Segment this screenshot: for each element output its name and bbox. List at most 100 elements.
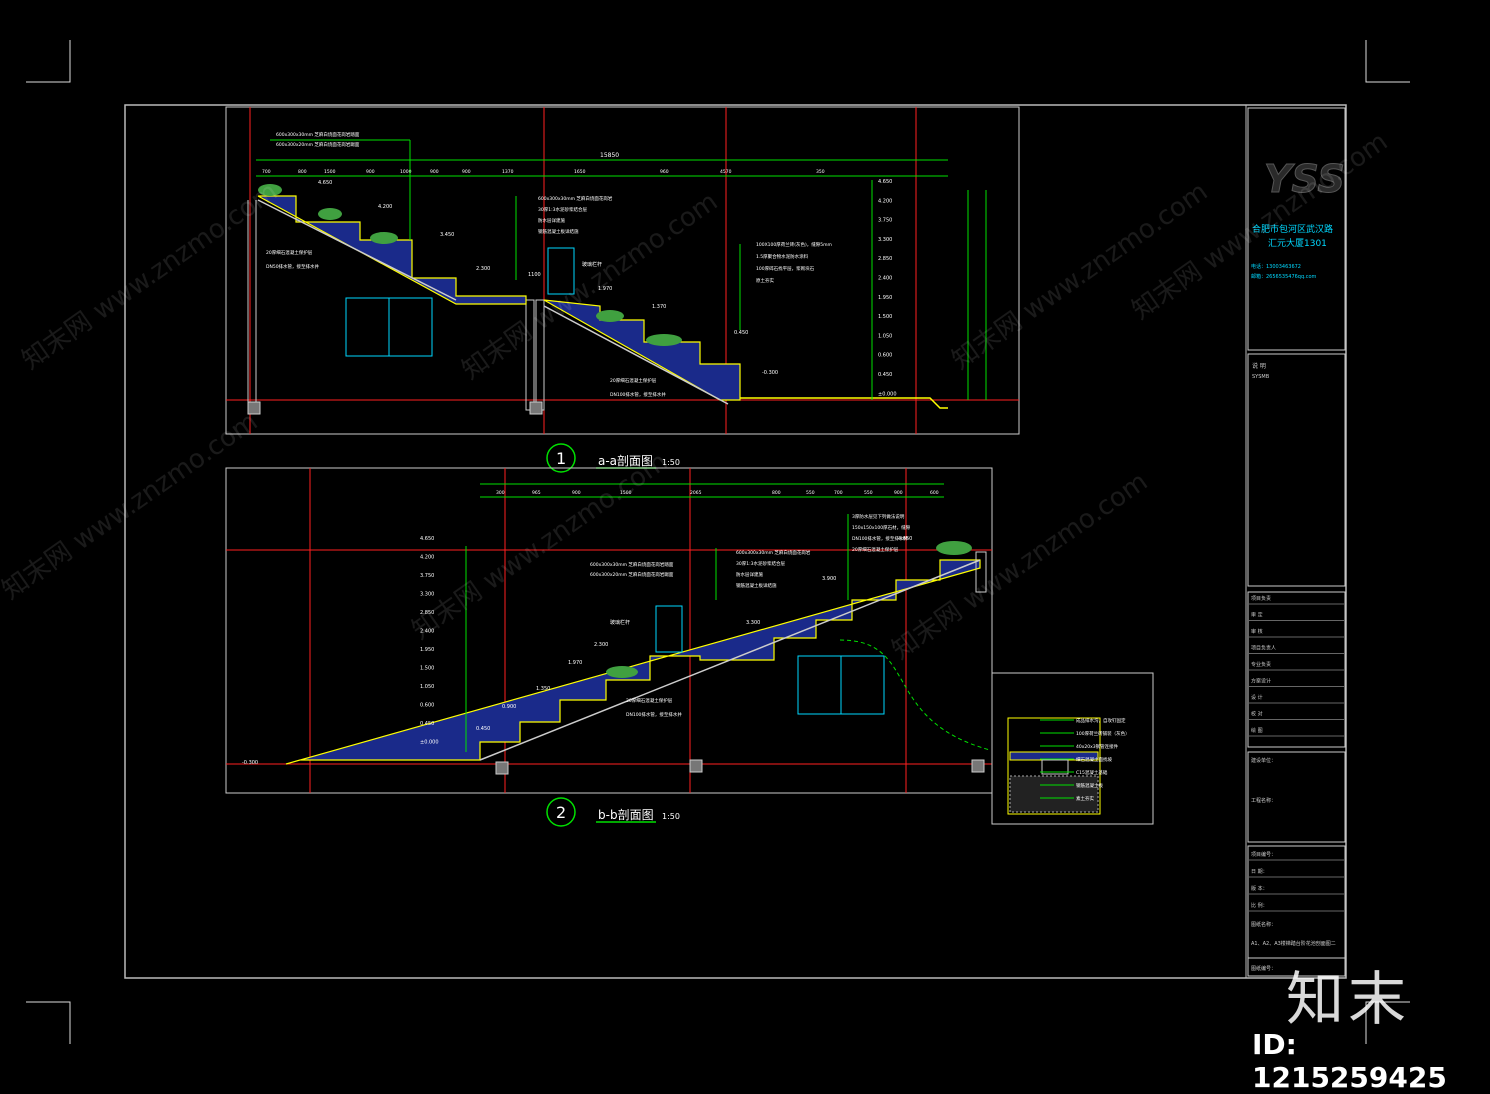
section-b-elev-left: 2.400 xyxy=(420,629,434,635)
section-b-note-left: 20厚细石混凝土保护层 xyxy=(626,697,673,704)
section-b-dim-label: 1500 xyxy=(620,490,632,496)
section-a-dim-label: 900 xyxy=(430,169,439,175)
titleblock-row-label: 项目负责人 xyxy=(1251,645,1276,652)
section-a-rail-note: 玻璃栏杆 xyxy=(582,261,602,268)
company-building: 汇元大厦1301 xyxy=(1268,237,1327,249)
section-a-elev-right: 1.500 xyxy=(878,314,892,320)
section-a-note-left: DN50排水管，接至排水井 xyxy=(266,263,320,270)
section-b-elev-mark: 0.450 xyxy=(476,726,490,732)
section-b-dim-label: 550 xyxy=(806,490,815,496)
section-b-elev-mark: 1.970 xyxy=(568,660,582,666)
titleblock-meta-label: 版 本： xyxy=(1251,885,1268,892)
section-a-number: 1 xyxy=(556,449,566,468)
section-b-note-left: DN100排水管，接至排水井 xyxy=(626,711,682,718)
section-a-note-mid: 600x300x30mm 芝麻白烧面花岗岩 xyxy=(538,195,613,202)
section-b-elev-left: 1.500 xyxy=(420,666,434,672)
titleblock-row-label: 设 计 xyxy=(1251,694,1263,701)
section-b-bubble xyxy=(546,797,576,827)
section-b-elev-mark: 3.300 xyxy=(746,620,760,626)
section-a-landing xyxy=(740,397,948,409)
project-label: 工程名称： xyxy=(1251,797,1276,804)
section-a-note-bottom: DN100排水管，接至排水井 xyxy=(610,391,666,398)
section-a-glass-rail xyxy=(547,247,575,295)
section-a-elev-mark: 3.450 xyxy=(440,232,454,238)
watermark-text: 知末网 www.znzmo.com xyxy=(407,447,673,646)
company-address: 合肥市包河区武汉路 xyxy=(1252,223,1333,235)
company-email: 邮箱：2656535476qq.com xyxy=(1251,273,1317,280)
titleblock-row-label: 专业负责 xyxy=(1251,661,1271,668)
section-a-dim-label: 1650 xyxy=(574,169,586,175)
section-a-elev-right: 0.600 xyxy=(878,353,892,359)
sheet-border xyxy=(124,104,1347,979)
detail-note: 钢筋混凝土板 xyxy=(1076,782,1103,789)
section-b-dim-label: 550 xyxy=(864,490,873,496)
section-a-elev-right: 2.850 xyxy=(878,256,892,262)
section-b-dim-label: 900 xyxy=(894,490,903,496)
section-b-elev-mark: -0.300 xyxy=(242,760,258,766)
drawing-label: 图纸名称： xyxy=(1251,921,1276,928)
section-b-axes xyxy=(226,468,992,793)
section-a-slab-left xyxy=(257,199,457,301)
titleblock-meta-label: 项目编号： xyxy=(1251,851,1276,858)
section-b-door xyxy=(797,655,885,715)
section-a-dim-label: 1500 xyxy=(324,169,336,175)
section-a-walls xyxy=(247,200,545,415)
section-b-elev-left: 0.600 xyxy=(420,703,434,709)
titleblock-row-label: 校 对 xyxy=(1251,711,1263,718)
section-b-dim-label: 2065 xyxy=(690,490,702,496)
sheet-label: 图纸编号： xyxy=(1251,965,1276,972)
section-a-note-mid: 钢筋混凝土板详结施 xyxy=(538,228,579,235)
titleblock-meta-label: 比 例： xyxy=(1251,902,1268,909)
section-a-slab-right xyxy=(543,305,729,405)
section-a-note-left: 20厚细石混凝土保护层 xyxy=(266,249,313,256)
section-a-scale: 1:50 xyxy=(662,458,680,467)
section-a-dim-label: 900 xyxy=(462,169,471,175)
section-b-number: 2 xyxy=(556,803,566,822)
id-tag: ID: 1215259425 xyxy=(1252,1028,1447,1094)
section-b-rail-note: 玻璃栏杆 xyxy=(610,619,630,626)
section-b-scale: 1:50 xyxy=(662,812,680,821)
detail-note: C15混凝土基础 xyxy=(1076,769,1108,776)
section-a-elev-mark: 4.200 xyxy=(378,204,392,210)
section-a-dim-label: 1000 xyxy=(400,169,412,175)
section-b-dim-label: 965 xyxy=(532,490,541,496)
detail-note: 成品排水沟，自攻钉固定 xyxy=(1076,717,1126,724)
section-b-elev-mark: 4.650 xyxy=(898,536,912,542)
section-a-height-dim: 1100 xyxy=(528,272,541,278)
section-a-dim-label: 1370 xyxy=(502,169,514,175)
section-b-note-mid: 钢筋混凝土板详结施 xyxy=(736,582,777,589)
section-a-dim-label: 700 xyxy=(262,169,271,175)
section-b-frame xyxy=(225,467,993,794)
section-a-elev-right: ±0.000 xyxy=(878,391,897,397)
titleblock-row-label: 审 核 xyxy=(1251,628,1263,635)
section-b-dims xyxy=(480,483,944,498)
titleblock-row-label: 绘 图 xyxy=(1251,727,1263,734)
section-a-total-dim: 15850 xyxy=(600,152,619,159)
section-b-elev-mark: 3.900 xyxy=(822,576,836,582)
section-a-door xyxy=(345,297,433,357)
section-a-elev-right: 4.200 xyxy=(878,198,892,204)
section-a-planters xyxy=(258,184,682,346)
client-label: 建设单位： xyxy=(1251,757,1276,764)
section-b-dim-label: 900 xyxy=(572,490,581,496)
section-b-elev-left: 0.450 xyxy=(420,721,434,727)
section-b-elev-left: 3.300 xyxy=(420,592,434,598)
section-b-note-right: 150x150x100厚石材，缝隙 xyxy=(852,524,911,531)
section-b-note-right: 20厚细石混凝土保护层 xyxy=(852,546,899,553)
titleblock-meta-label: 日 期： xyxy=(1251,869,1268,875)
section-b-elev-left: ±0.000 xyxy=(420,740,439,746)
company-phone: 电话：13003463672 xyxy=(1251,263,1301,270)
title-block: YSS 合肥市包河区武汉路 汇元大厦1301 电话：13003463672 邮箱… xyxy=(1247,107,1346,977)
section-a-dim-label: 4570 xyxy=(720,169,732,175)
section-a-elev-mark: 4.650 xyxy=(318,180,332,186)
crop-marks xyxy=(26,40,1410,1044)
section-b-elev-left: 4.200 xyxy=(420,555,434,561)
brand-logo: 知末 xyxy=(1286,965,1411,1033)
section-a-note-bottom: 20厚细石混凝土保护层 xyxy=(610,377,657,384)
section-b-note-right: 3厚防水层见下列做法说明 xyxy=(852,513,905,520)
detail-frame xyxy=(991,672,1154,825)
